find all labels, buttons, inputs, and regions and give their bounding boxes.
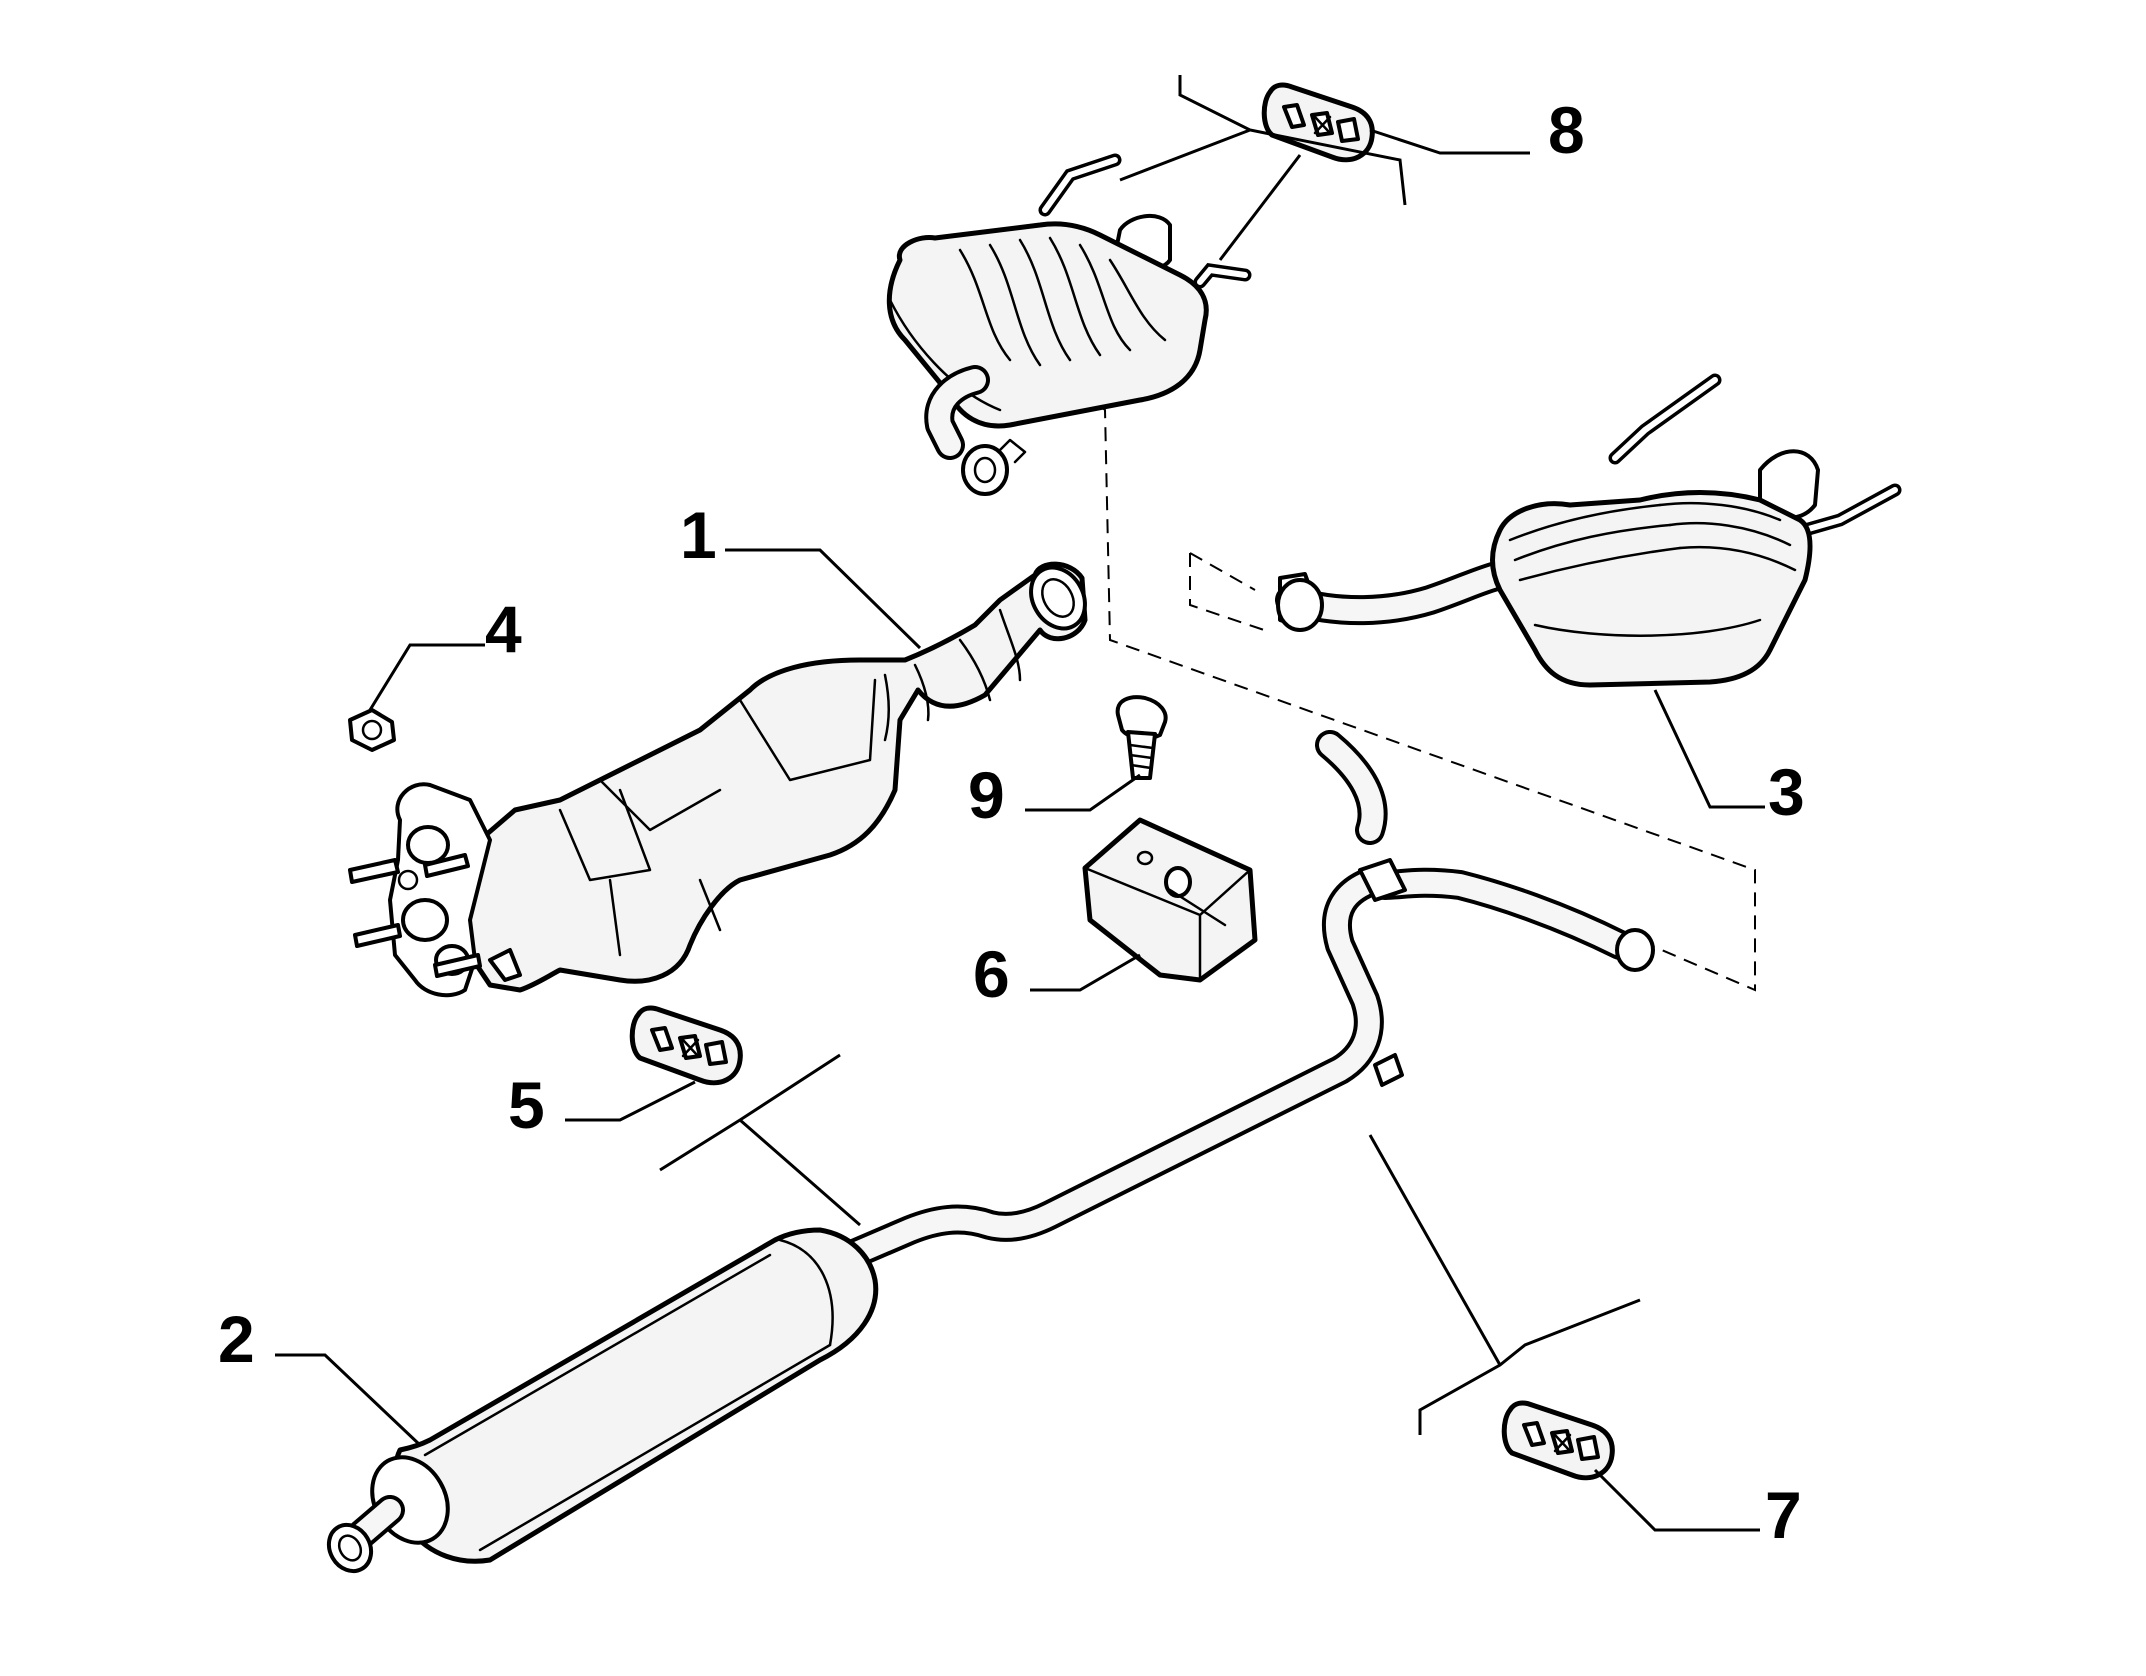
callout-3: 3 [1768,755,1805,829]
rubber-hanger-part-5 [629,1005,743,1086]
callout-7: 7 [1765,1478,1802,1552]
rear-muffler-part [1275,373,1902,688]
leader-lines [275,128,1765,1532]
callout-5: 5 [508,1068,545,1142]
callout-4: 4 [485,592,522,666]
rear-muffler-alt-part [886,153,1252,496]
callout-2: 2 [218,1302,255,1376]
callout-8: 8 [1548,93,1585,167]
nut-part [348,708,396,752]
hanger-reference-brackets [659,75,1641,1435]
rubber-hanger-part-8 [1261,82,1375,163]
callout-numbers: 1 2 3 4 5 6 7 8 9 [218,93,1805,1552]
callout-9: 9 [968,758,1005,832]
catalytic-converter-part [348,561,1088,998]
intermediate-silencer-part [326,730,1655,1574]
bolt-part [1115,695,1168,780]
callout-6: 6 [973,937,1010,1011]
callout-1: 1 [680,498,717,572]
bracket-part [1082,817,1258,983]
rubber-hanger-part-7 [1501,1400,1615,1481]
